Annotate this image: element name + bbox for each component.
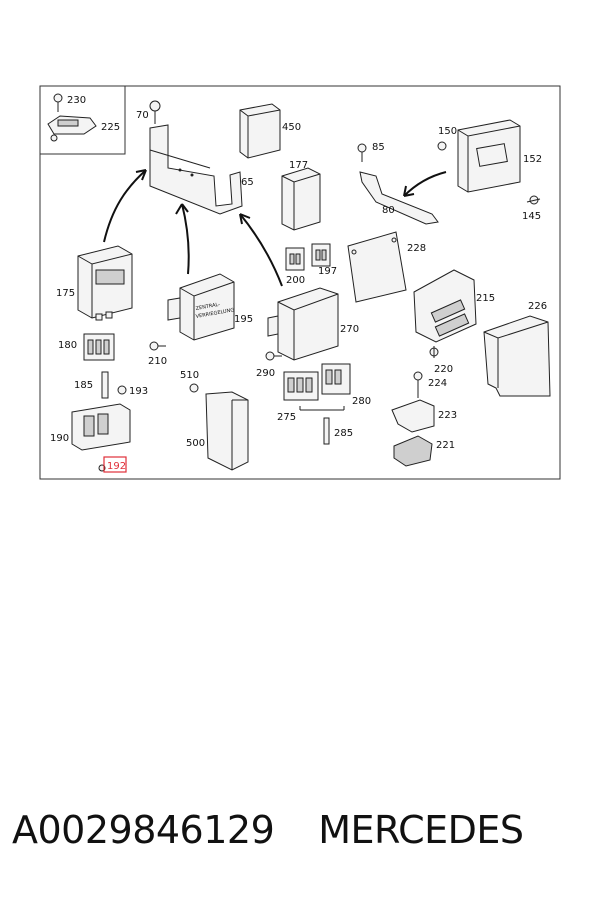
part-152-control-unit — [457, 119, 521, 193]
label-290: 290 — [256, 368, 275, 379]
label-510: 510 — [180, 370, 199, 381]
part-193-nut — [117, 385, 127, 395]
part-275 — [283, 371, 319, 401]
label-230: 230 — [67, 95, 86, 106]
part-280 — [321, 363, 351, 395]
part-228-plate — [347, 231, 407, 303]
arrow-270-to-65 — [239, 213, 283, 287]
label-180: 180 — [58, 340, 77, 351]
part-223-bracket — [391, 399, 435, 433]
label-193: 193 — [129, 386, 148, 397]
label-80: 80 — [382, 205, 395, 216]
arrow-175-to-65 — [103, 169, 147, 243]
part-224-screw — [413, 371, 423, 398]
part-510-screw — [189, 383, 199, 393]
label-197: 197 — [318, 266, 337, 277]
part-226-cover — [483, 315, 551, 397]
label-70: 70 — [136, 110, 149, 121]
label-270: 270 — [340, 324, 359, 335]
label-228: 228 — [407, 243, 426, 254]
label-152: 152 — [523, 154, 542, 165]
inset-part-225 — [47, 93, 97, 142]
label-177: 177 — [289, 160, 308, 171]
label-500: 500 — [186, 438, 205, 449]
label-185: 185 — [74, 380, 93, 391]
part-270 — [267, 287, 339, 361]
label-65: 65 — [241, 177, 254, 188]
label-200: 200 — [286, 275, 305, 286]
part-65-bracket — [149, 124, 243, 215]
part-177 — [281, 167, 321, 231]
part-150-nut — [437, 141, 447, 151]
part-200 — [285, 247, 305, 271]
label-192: 192 — [107, 461, 126, 472]
part-285-terminal — [323, 417, 330, 445]
part-85-screw — [357, 143, 367, 162]
part-190 — [71, 403, 131, 451]
label-85: 85 — [372, 142, 385, 153]
label-275: 275 — [277, 412, 296, 423]
brand-name: MERCEDES — [318, 808, 524, 852]
highlight-192 — [103, 456, 127, 473]
module-text-line1: ZENTRAL- — [195, 302, 220, 312]
label-220: 220 — [434, 364, 453, 375]
label-215: 215 — [476, 293, 495, 304]
label-210: 210 — [148, 356, 167, 367]
part-70-screw — [149, 100, 161, 124]
label-150: 150 — [438, 126, 457, 137]
label-285: 285 — [334, 428, 353, 439]
part-145-screw — [526, 195, 541, 205]
part-220-screw — [429, 346, 439, 358]
part-number: A0029846129 — [12, 808, 275, 852]
part-185-terminal — [101, 371, 109, 399]
label-280: 280 — [352, 396, 371, 407]
part-175 — [77, 245, 133, 321]
part-197 — [311, 243, 331, 267]
label-224: 224 — [428, 378, 447, 389]
label-195: 195 — [234, 314, 253, 325]
part-180 — [83, 333, 115, 361]
label-223: 223 — [438, 410, 457, 421]
arrow-195-to-65 — [175, 203, 190, 275]
label-190: 190 — [50, 433, 69, 444]
label-175: 175 — [56, 288, 75, 299]
part-210-screw — [149, 341, 166, 351]
arrow-152-to-80 — [403, 171, 447, 197]
label-226: 226 — [528, 301, 547, 312]
caption: A0029846129 MERCEDES — [12, 808, 592, 858]
part-500-panel — [205, 391, 249, 471]
part-195: ZENTRAL- VERRIEGELUNG — [167, 273, 235, 341]
part-80-bracket — [359, 171, 439, 225]
part-290-screw — [265, 351, 282, 361]
part-221 — [393, 435, 433, 467]
label-225: 225 — [101, 122, 120, 133]
label-221: 221 — [436, 440, 455, 451]
parts-diagram: 230 225 — [39, 85, 561, 480]
part-215 — [413, 269, 477, 343]
label-145: 145 — [522, 211, 541, 222]
label-450: 450 — [282, 122, 301, 133]
part-450 — [239, 103, 281, 159]
